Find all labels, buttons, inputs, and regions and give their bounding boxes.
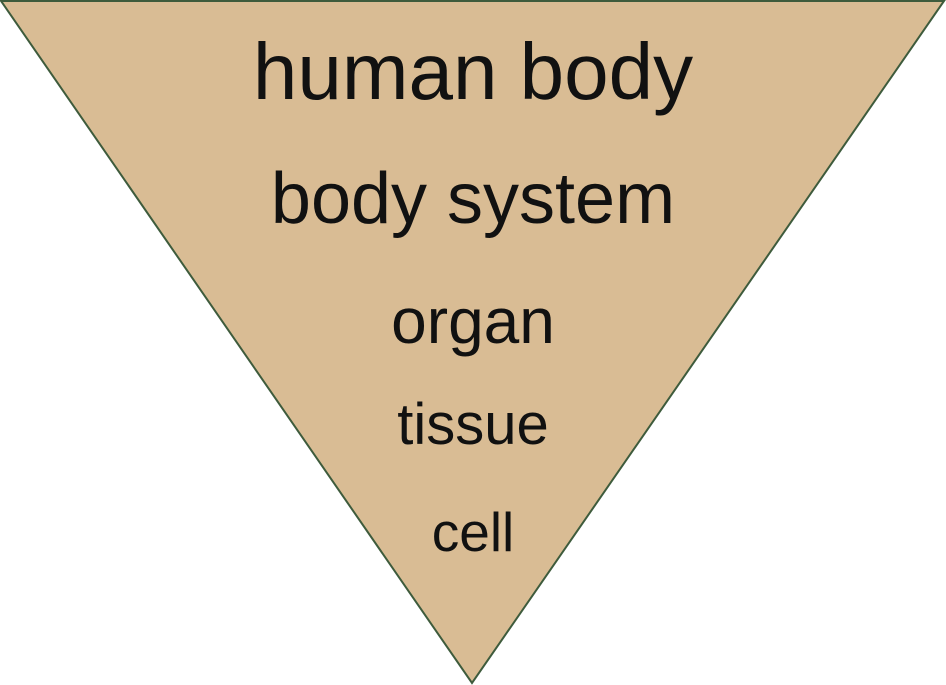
level-label-body-system: body system [270,159,676,239]
level-label-tissue: tissue [397,392,549,457]
level-label-human-body: human body [252,27,694,116]
level-label-organ: organ [391,285,555,357]
level-label-cell: cell [431,501,515,563]
